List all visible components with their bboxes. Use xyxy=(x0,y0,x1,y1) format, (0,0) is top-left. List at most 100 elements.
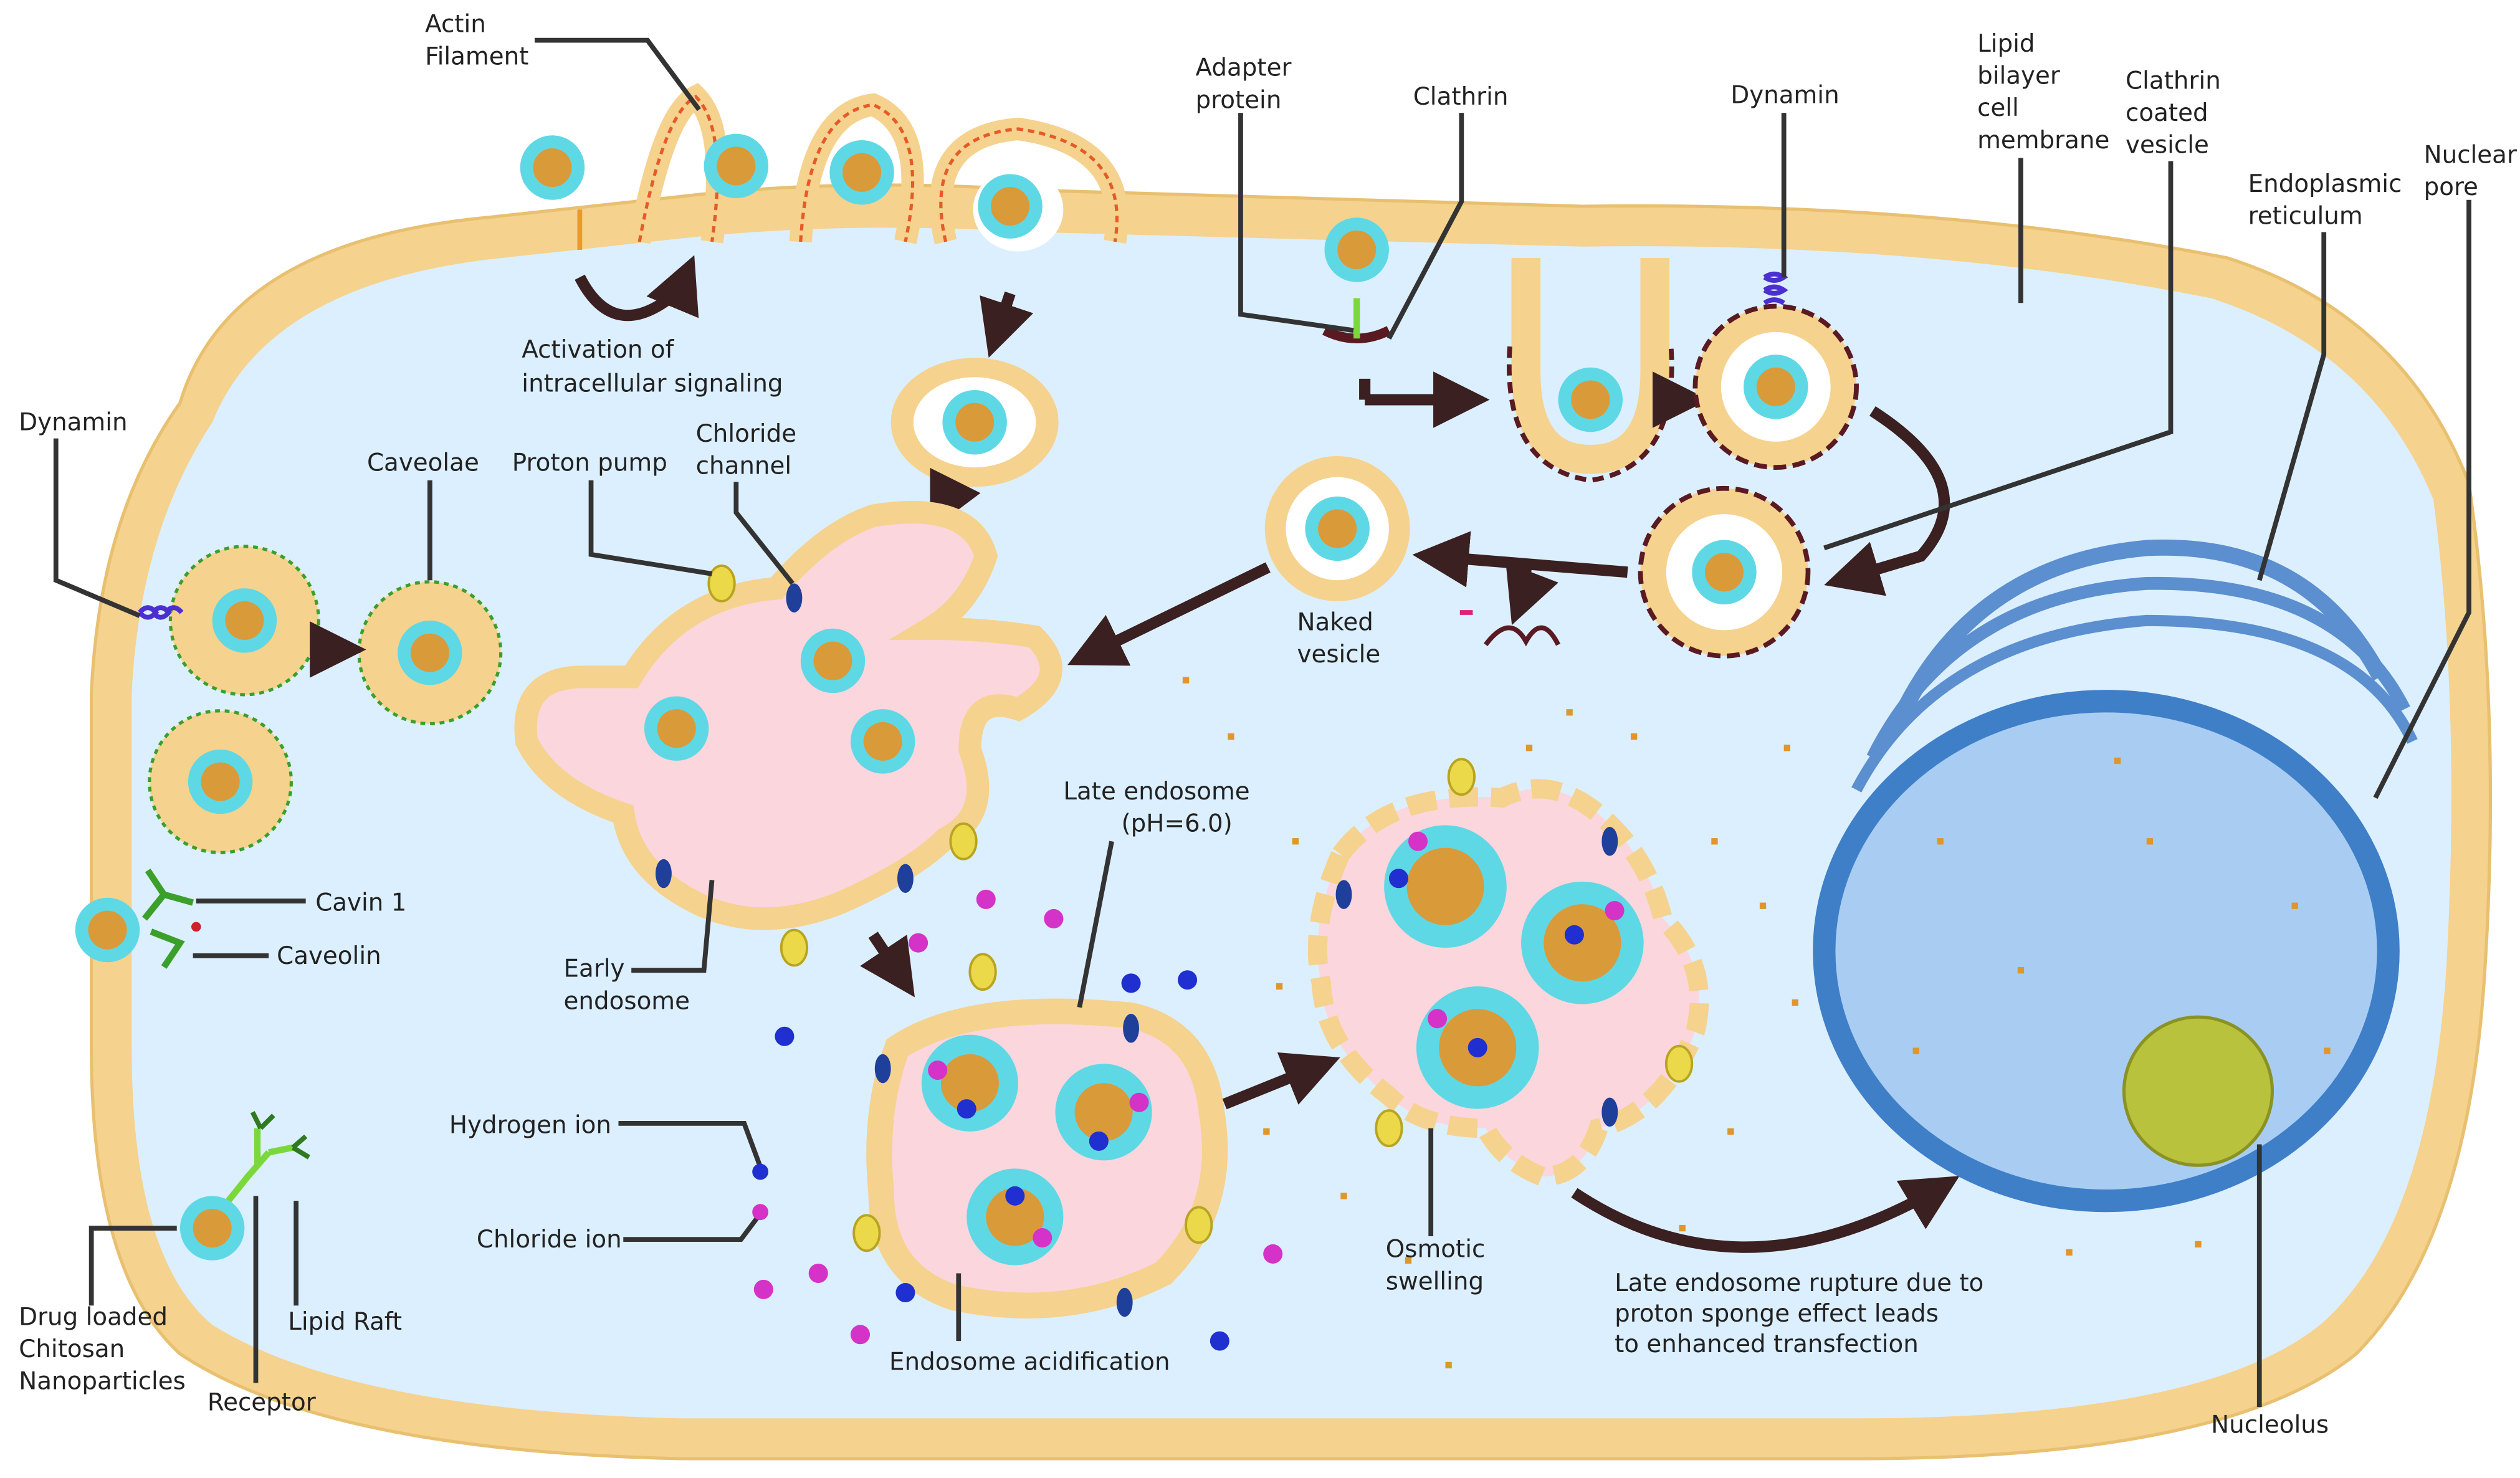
ions xyxy=(753,831,1625,1351)
nanoparticle xyxy=(942,389,1007,455)
nanoparticle xyxy=(978,174,1043,239)
hydrogen-ion-marker xyxy=(895,1283,915,1303)
chloride-ion-marker xyxy=(1408,831,1428,851)
hydrogen-ion-marker xyxy=(1564,925,1584,945)
actin-filament-1 xyxy=(637,95,719,242)
nanoparticle xyxy=(1558,367,1623,432)
hydrogen-ion-marker xyxy=(957,1099,976,1119)
hydrogen-ion-marker xyxy=(775,1026,795,1046)
chloride-channel-icon xyxy=(655,859,672,889)
lipid-raft-label: Lipid Raft xyxy=(288,1308,402,1336)
chloride-ion-marker xyxy=(850,1325,871,1345)
hydrogen-ion-marker xyxy=(1210,1331,1229,1351)
raft-receptor xyxy=(226,1128,294,1203)
hydrogen-ion-marker xyxy=(1005,1186,1025,1206)
chloride-ion-marker xyxy=(1605,900,1625,921)
chloride-ion-marker xyxy=(1129,1092,1149,1112)
late-to-ruptured-arrow xyxy=(1222,1052,1340,1110)
late-endosome xyxy=(866,998,1228,1318)
nanoparticle xyxy=(179,1196,245,1261)
raft-receptor-dark xyxy=(250,1111,310,1160)
cargo-dot xyxy=(1566,709,1573,716)
cargo-dot xyxy=(1679,1224,1686,1232)
dynamin-ring-left xyxy=(138,605,184,620)
hydrogen-ion-label: Hydrogen ion xyxy=(449,1111,611,1139)
chloride-ion-marker xyxy=(1263,1244,1283,1264)
clathrin-leader xyxy=(1386,113,1464,340)
chloride-channel-icon xyxy=(874,1054,891,1084)
early-to-late-arrow xyxy=(860,932,915,998)
clathrin-label: Clathrin xyxy=(1413,83,1509,111)
nanoparticle xyxy=(644,696,709,761)
leader-lines xyxy=(53,37,2471,1408)
proton-pump-icon xyxy=(852,1214,881,1252)
chloride-channel-icon xyxy=(1116,1287,1133,1317)
ccv-to-coated-vesicle-arrow xyxy=(1824,406,1950,596)
proton-pump-icon xyxy=(780,928,809,967)
proton-pump-leader xyxy=(588,480,713,576)
cargo-dot xyxy=(2146,838,2154,845)
activation-arrow xyxy=(575,255,699,322)
endoplasmic-reticulum-1 xyxy=(1889,539,2388,729)
endoplasmic-reticulum-3 xyxy=(1851,614,2418,793)
cargo-dot xyxy=(1711,838,1718,845)
cargo-dot xyxy=(1292,838,1299,845)
cargo-dot xyxy=(1182,677,1190,684)
chloride-ion-marker xyxy=(1033,1228,1052,1248)
endosome-acidification-label: Endosome acidification xyxy=(889,1348,1170,1376)
late-endosome-leader xyxy=(1077,841,1114,1008)
cavin-dot xyxy=(191,922,201,932)
nuclear-pore-leader xyxy=(2373,199,2471,799)
pumps-and-channels xyxy=(655,564,1694,1317)
chloride-ion-marker xyxy=(808,1263,828,1284)
early-endosome-leader xyxy=(631,879,715,973)
nucleolus-label: Nucleolus xyxy=(2211,1411,2329,1439)
proton-pump-icon xyxy=(1375,1109,1403,1148)
chloride-channel-leader xyxy=(733,482,795,585)
endoplasmic-reticulum-leader xyxy=(2257,232,2327,581)
cargo-dot xyxy=(1405,1257,1412,1264)
adapter-protein-leader xyxy=(1238,113,1354,333)
nanoparticle xyxy=(1521,881,1644,1004)
nanoparticle xyxy=(1305,496,1370,561)
chloride-channel-icon xyxy=(1335,880,1352,909)
hydrogen-ion-marker xyxy=(1089,1131,1109,1151)
nanoparticle xyxy=(1692,540,1757,605)
released-cargo xyxy=(1182,677,2331,1369)
nanoparticle xyxy=(704,133,769,199)
caveolin-label: Caveolin xyxy=(277,942,381,970)
cargo-dot xyxy=(2017,967,2025,974)
late-endosome-label: Late endosome(pH=6.0) xyxy=(1063,778,1249,838)
nanoparticle xyxy=(520,135,585,200)
caveolin-complex xyxy=(141,868,194,969)
naked-to-endosome-arrow xyxy=(1067,562,1271,666)
cargo-dot xyxy=(1445,1361,1452,1369)
chloride-ion-marker xyxy=(976,889,996,909)
drug-loaded-leader xyxy=(88,1226,177,1306)
dynamin-left-leader xyxy=(53,438,141,618)
cargo-dot xyxy=(1912,1047,1919,1054)
cargo-dot xyxy=(1783,745,1791,751)
hydrogen-ion-marker xyxy=(1468,1037,1487,1057)
nanoparticle xyxy=(829,140,894,205)
actin-filament-3 xyxy=(939,127,1119,242)
nanoparticle xyxy=(850,709,915,774)
uncoat-branch xyxy=(1506,562,1558,626)
actin-filament-leader xyxy=(534,37,701,112)
proton-pump-icon xyxy=(707,564,736,603)
cargo-dot xyxy=(1792,999,1798,1006)
dynamin-left-label: Dynamin xyxy=(19,409,127,437)
dynamin-top-label: Dynamin xyxy=(1730,82,1839,110)
proton-pump-label: Proton pump xyxy=(512,449,667,477)
cargo-dot xyxy=(1937,838,1944,845)
cavin-label: Cavin 1 xyxy=(315,889,406,917)
rupture-to-nucleus-arrow xyxy=(1571,1176,1960,1253)
